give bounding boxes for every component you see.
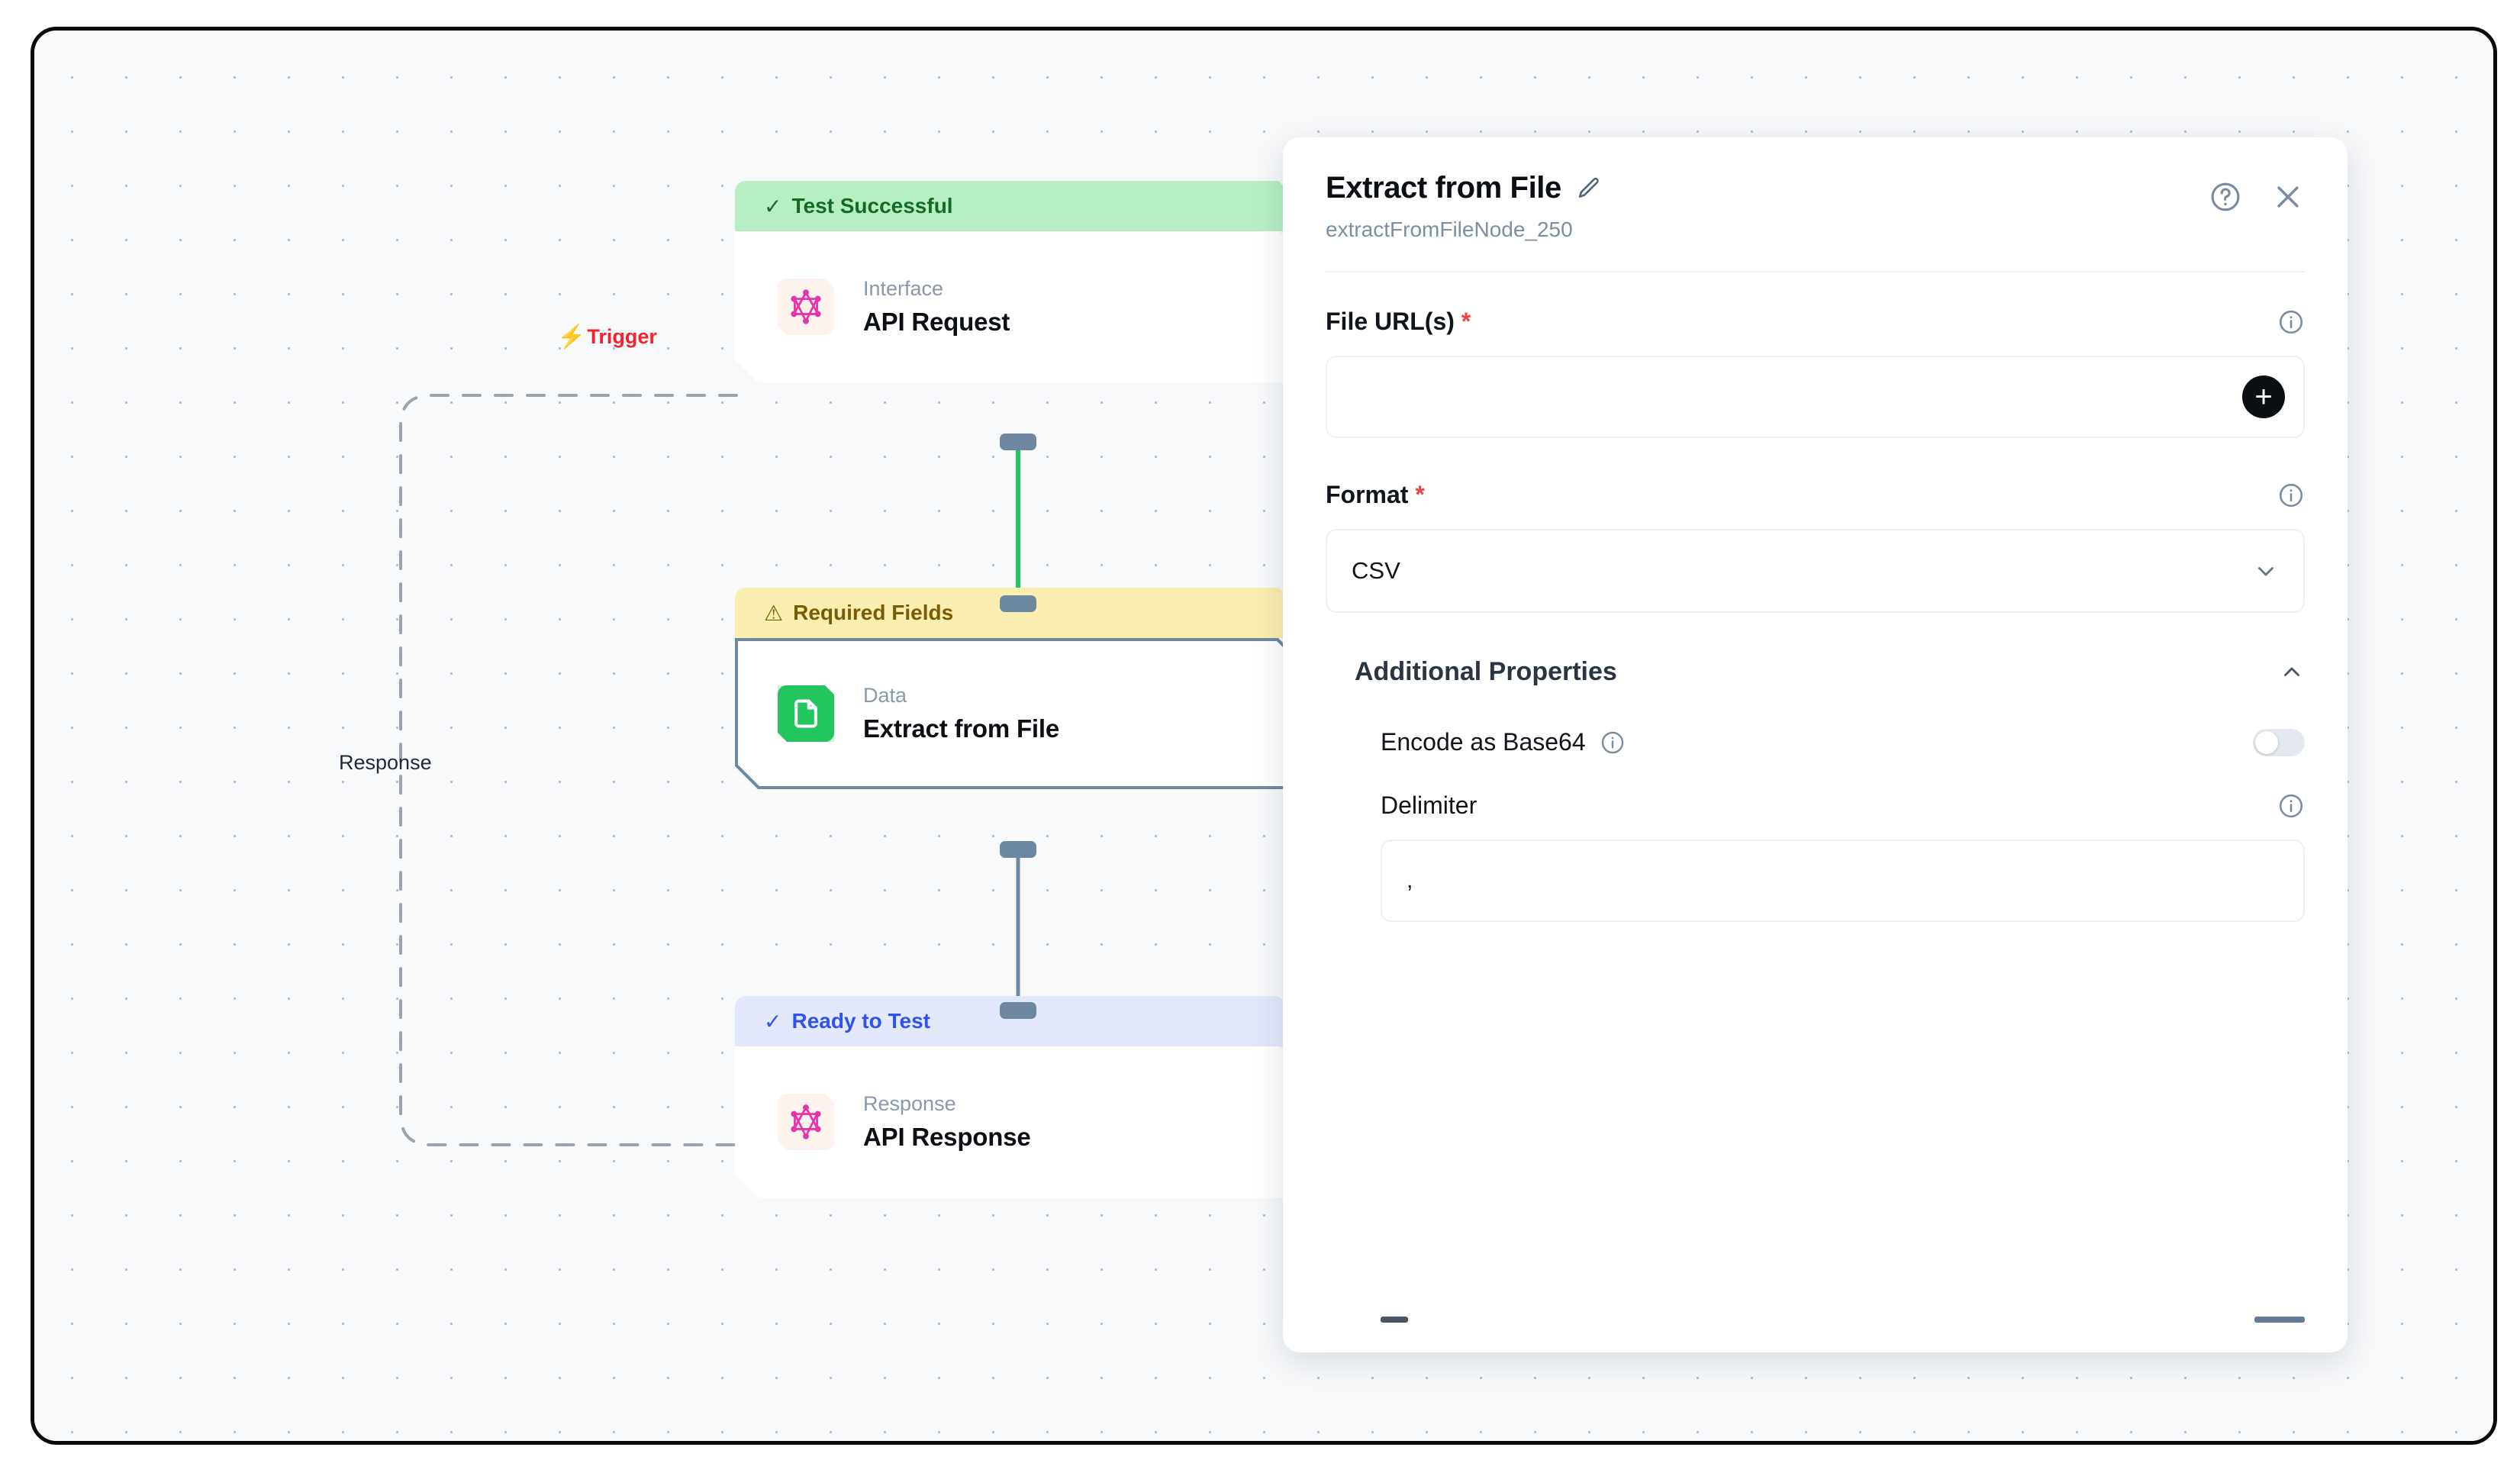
node-status-label: Test Successful [791,194,953,218]
close-icon[interactable] [2271,180,2305,214]
field-label-file-urls: File URL(s) * [1326,308,1471,336]
node-handle-source-2[interactable] [1000,841,1036,858]
node-title: Extract from File [863,714,1060,743]
warning-icon: ⚠ [764,601,784,625]
check-icon: ✓ [764,194,782,218]
info-icon[interactable] [2277,308,2305,336]
label-encode-as-base64: Encode as Base64 [1381,728,1626,756]
workflow-canvas[interactable]: ⚡ Trigger Response ✓ Test Successful [34,31,2493,1441]
node-properties-panel: Extract from File extractFromFileNode_25… [1283,137,2348,1352]
section-additional-properties[interactable]: Additional Properties [1326,657,2305,687]
bolt-icon: ⚡ [557,324,586,350]
field-label-text: Format [1326,481,1409,508]
required-marker: * [1415,481,1425,508]
field-label-row: Delimiter [1381,791,2305,820]
app-window: ⚡ Trigger Response ✓ Test Successful [31,27,2497,1445]
check-icon: ✓ [764,1009,782,1033]
node-handle-target-2[interactable] [1000,595,1036,612]
field-label-row: File URL(s) * [1326,308,2305,336]
node-text: Data Extract from File [863,684,1059,743]
info-icon[interactable] [2277,482,2305,509]
node-category: Interface [863,277,944,300]
row-encode-as-base64: Encode as Base64 [1326,728,2305,756]
node-status-label: Ready to Test [791,1009,930,1033]
node-category: Response [863,1092,956,1115]
panel-actions [2209,180,2305,214]
field-label-delimiter: Delimiter [1381,791,1478,819]
panel-header: Extract from File extractFromFileNode_25… [1283,137,2348,242]
field-format: Format * CSV [1326,481,2305,613]
section-title: Additional Properties [1355,657,1617,686]
file-document-icon [778,685,834,742]
node-category: Data [863,684,907,707]
file-urls-input[interactable]: + [1326,356,2305,438]
node-body[interactable]: Response API Response [735,1046,1301,1197]
plus-icon[interactable]: + [2242,376,2285,418]
node-body[interactable]: Data Extract from File [735,638,1301,789]
field-label-format: Format * [1326,481,1425,509]
node-text: Response API Response [863,1092,1031,1152]
cutoff-toggle[interactable] [2254,1317,2305,1323]
required-marker: * [1461,308,1471,335]
edge-label-trigger-text: Trigger [587,325,657,348]
panel-title: Extract from File [1326,171,1561,205]
node-status-label: Required Fields [793,601,954,624]
panel-title-row: Extract from File [1326,171,2305,205]
delimiter-value: , [1407,868,1413,893]
delimiter-input[interactable]: , [1381,840,2305,922]
toggle-knob [2255,730,2278,754]
cutoff-next-property-row [1283,1317,2348,1323]
panel-body: File URL(s) * + [1283,272,2348,1323]
panel-node-id: extractFromFileNode_250 [1326,218,1573,241]
format-select[interactable]: CSV [1326,529,2305,613]
node-handle-source-1[interactable] [1000,434,1036,450]
question-circle-icon[interactable] [2209,180,2242,214]
workflow-node-api-request[interactable]: ✓ Test Successful [735,181,1301,382]
node-text: Interface API Request [863,277,1010,337]
node-title: API Request [863,308,1010,336]
field-delimiter: Delimiter , [1326,791,2305,922]
info-icon[interactable] [1600,730,1626,756]
graphql-icon [778,279,834,335]
node-title: API Response [863,1123,1031,1151]
toggle-encode-as-base64[interactable] [2253,728,2305,756]
edge-label-response: Response [339,751,432,774]
cutoff-label [1381,1317,1408,1323]
graphql-icon [778,1094,834,1150]
field-label-row: Format * [1326,481,2305,509]
pencil-icon[interactable] [1577,176,1601,201]
node-body[interactable]: Interface API Request [735,231,1301,382]
chevron-up-icon[interactable] [2279,659,2305,685]
node-status-badge-test-successful: ✓ Test Successful [735,181,1301,231]
field-label-text: File URL(s) [1326,308,1455,335]
node-handle-target-3[interactable] [1000,1002,1036,1019]
info-icon[interactable] [2277,792,2305,820]
panel-divider [1326,271,2305,272]
label-text: Encode as Base64 [1381,728,1586,756]
field-file-urls: File URL(s) * + [1326,308,2305,438]
workflow-node-api-response[interactable]: ✓ Ready to Test [735,996,1301,1197]
chevron-down-icon [2253,558,2279,584]
workflow-node-extract-from-file[interactable]: ⚠ Required Fields Data Extract from File [735,588,1301,789]
format-selected-value: CSV [1352,557,1400,584]
edge-label-trigger: ⚡ Trigger [557,325,657,349]
